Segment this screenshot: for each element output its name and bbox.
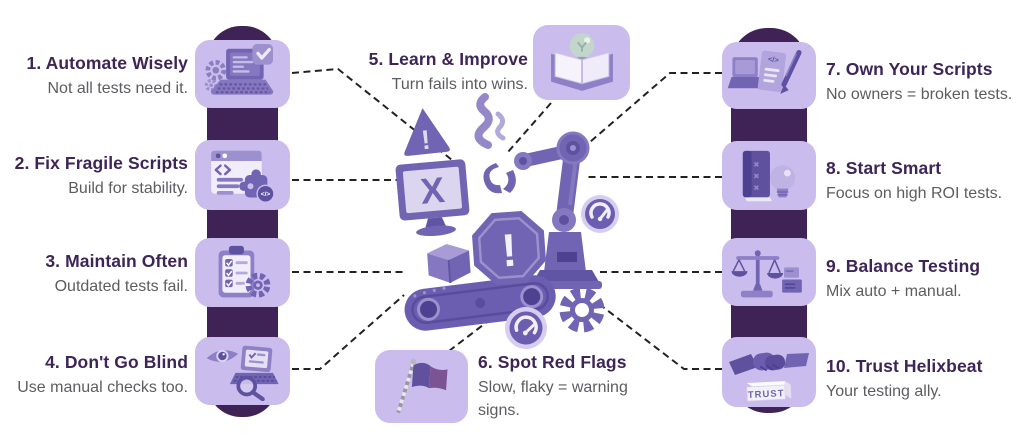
item-subtitle: Slow, flaky = warning signs. <box>478 379 628 419</box>
triangle-exclaim-glyph: ! <box>420 125 432 156</box>
connector-item-5 <box>507 102 552 153</box>
gear-small-icon <box>245 272 270 298</box>
gear-icon <box>559 287 605 333</box>
tile-fix-fragile-scripts: </> <box>195 140 290 210</box>
laptop-gear-check-icon <box>204 44 273 95</box>
script-window-puzzle-icon: </> <box>210 150 275 203</box>
tile-start-smart <box>722 141 816 210</box>
scale-pan-left <box>731 259 748 277</box>
monitor-error-glyph: X <box>419 169 446 212</box>
checklist-rows <box>224 258 248 287</box>
item-subtitle: Use manual checks too. <box>17 379 188 396</box>
item-spot-red-flags: 6. Spot Red Flags Slow, flaky = warning … <box>478 350 652 422</box>
item-subtitle: Turn fails into wins. <box>391 76 528 93</box>
lightbulb-icon <box>769 164 796 197</box>
red-flag-icon <box>395 358 447 413</box>
item-own-your-scripts: 7. Own Your Scripts No owners = broken t… <box>826 57 1024 106</box>
tile-own-your-scripts: </> <box>722 42 816 109</box>
item-subtitle: No owners = broken tests. <box>826 86 1013 103</box>
speed-gauge-icon-2 <box>505 307 547 349</box>
tile-maintain-often <box>195 238 290 307</box>
handshake-icon <box>729 352 809 375</box>
item-title: 10. Trust Helixbeat <box>826 356 983 376</box>
open-book-bulb-icon <box>550 32 613 91</box>
item-subtitle: Mix auto + manual. <box>826 283 962 300</box>
scale-pan-right <box>767 259 784 279</box>
item-title: 6. Spot Red Flags <box>478 352 627 372</box>
item-title: 4. Don't Go Blind <box>45 352 188 372</box>
trust-block-label: TRUST <box>748 388 785 401</box>
octagon-exclaim-glyph: ! <box>500 224 519 277</box>
laptop-small-icon <box>240 345 272 373</box>
item-subtitle: Not all tests need it. <box>47 80 188 97</box>
item-subtitle: Build for stability. <box>68 180 188 197</box>
item-balance-testing: 9. Balance Testing Mix auto + manual. <box>826 254 1024 303</box>
item-title: 7. Own Your Scripts <box>826 59 993 79</box>
item-title: 3. Maintain Often <box>45 251 188 271</box>
tile-spot-red-flags <box>375 350 468 423</box>
code-badge-glyph: </> <box>260 191 270 198</box>
tile-dont-go-blind <box>195 337 290 405</box>
item-title: 9. Balance Testing <box>826 256 981 276</box>
robot-arm-illustration <box>483 131 602 289</box>
tile-trust-helixbeat: TRUST <box>722 337 816 407</box>
tile-automate-wisely <box>195 40 290 108</box>
item-title: 2. Fix Fragile Scripts <box>14 153 188 173</box>
checklist-gear-icon <box>218 245 270 298</box>
balance-scale-icon <box>731 250 802 298</box>
connector-item-4 <box>292 294 405 370</box>
handshake-trust-icon: TRUST <box>729 352 809 402</box>
open-book-icon <box>550 51 613 91</box>
speed-gauge-icon <box>581 195 619 233</box>
item-subtitle: Focus on high ROI tests. <box>826 185 1003 202</box>
closed-book-icon <box>742 150 772 201</box>
item-start-smart: 8. Start Smart Focus on high ROI tests. <box>826 156 1024 205</box>
laptop-script-pen-icon: </> <box>727 49 802 94</box>
tile-learn-improve <box>533 25 630 100</box>
item-trust-helixbeat: 10. Trust Helixbeat Your testing ally. <box>826 354 1024 403</box>
magnifier-icon <box>235 375 265 401</box>
eye-laptop-magnifier-icon <box>206 345 279 401</box>
warning-triangle-icon: ! <box>404 108 450 156</box>
script-code-glyph: </> <box>767 54 779 64</box>
eye-icon <box>206 349 238 363</box>
smoke-icon <box>474 93 506 149</box>
cardboard-box-icon <box>427 244 471 283</box>
warning-octagon-icon: ! <box>472 211 546 285</box>
trust-block: TRUST <box>746 381 792 402</box>
item-automate-wisely: 1. Automate Wisely Not all tests need it… <box>0 51 188 100</box>
item-title: 8. Start Smart <box>826 158 942 178</box>
item-subtitle: Your testing ally. <box>826 383 942 400</box>
item-learn-improve: 5. Learn & Improve Turn fails into wins. <box>298 47 528 96</box>
pen-icon <box>780 49 802 94</box>
book-lightbulb-icon <box>742 150 796 201</box>
item-subtitle: Outdated tests fail. <box>54 278 188 295</box>
item-title: 1. Automate Wisely <box>26 53 188 73</box>
connector-item-7 <box>589 72 722 143</box>
error-monitor-icon: X <box>395 159 470 237</box>
connector-item-10 <box>602 306 722 370</box>
tile-balance-testing <box>722 238 816 306</box>
blocks-stack-icon <box>782 267 802 293</box>
item-maintain-often: 3. Maintain Often Outdated tests fail. <box>0 249 188 298</box>
item-title: 5. Learn & Improve <box>368 49 528 69</box>
item-dont-go-blind: 4. Don't Go Blind Use manual checks too. <box>0 350 188 399</box>
script-paper-icon: </> <box>757 50 787 92</box>
item-fix-fragile-scripts: 2. Fix Fragile Scripts Build for stabili… <box>0 151 188 200</box>
